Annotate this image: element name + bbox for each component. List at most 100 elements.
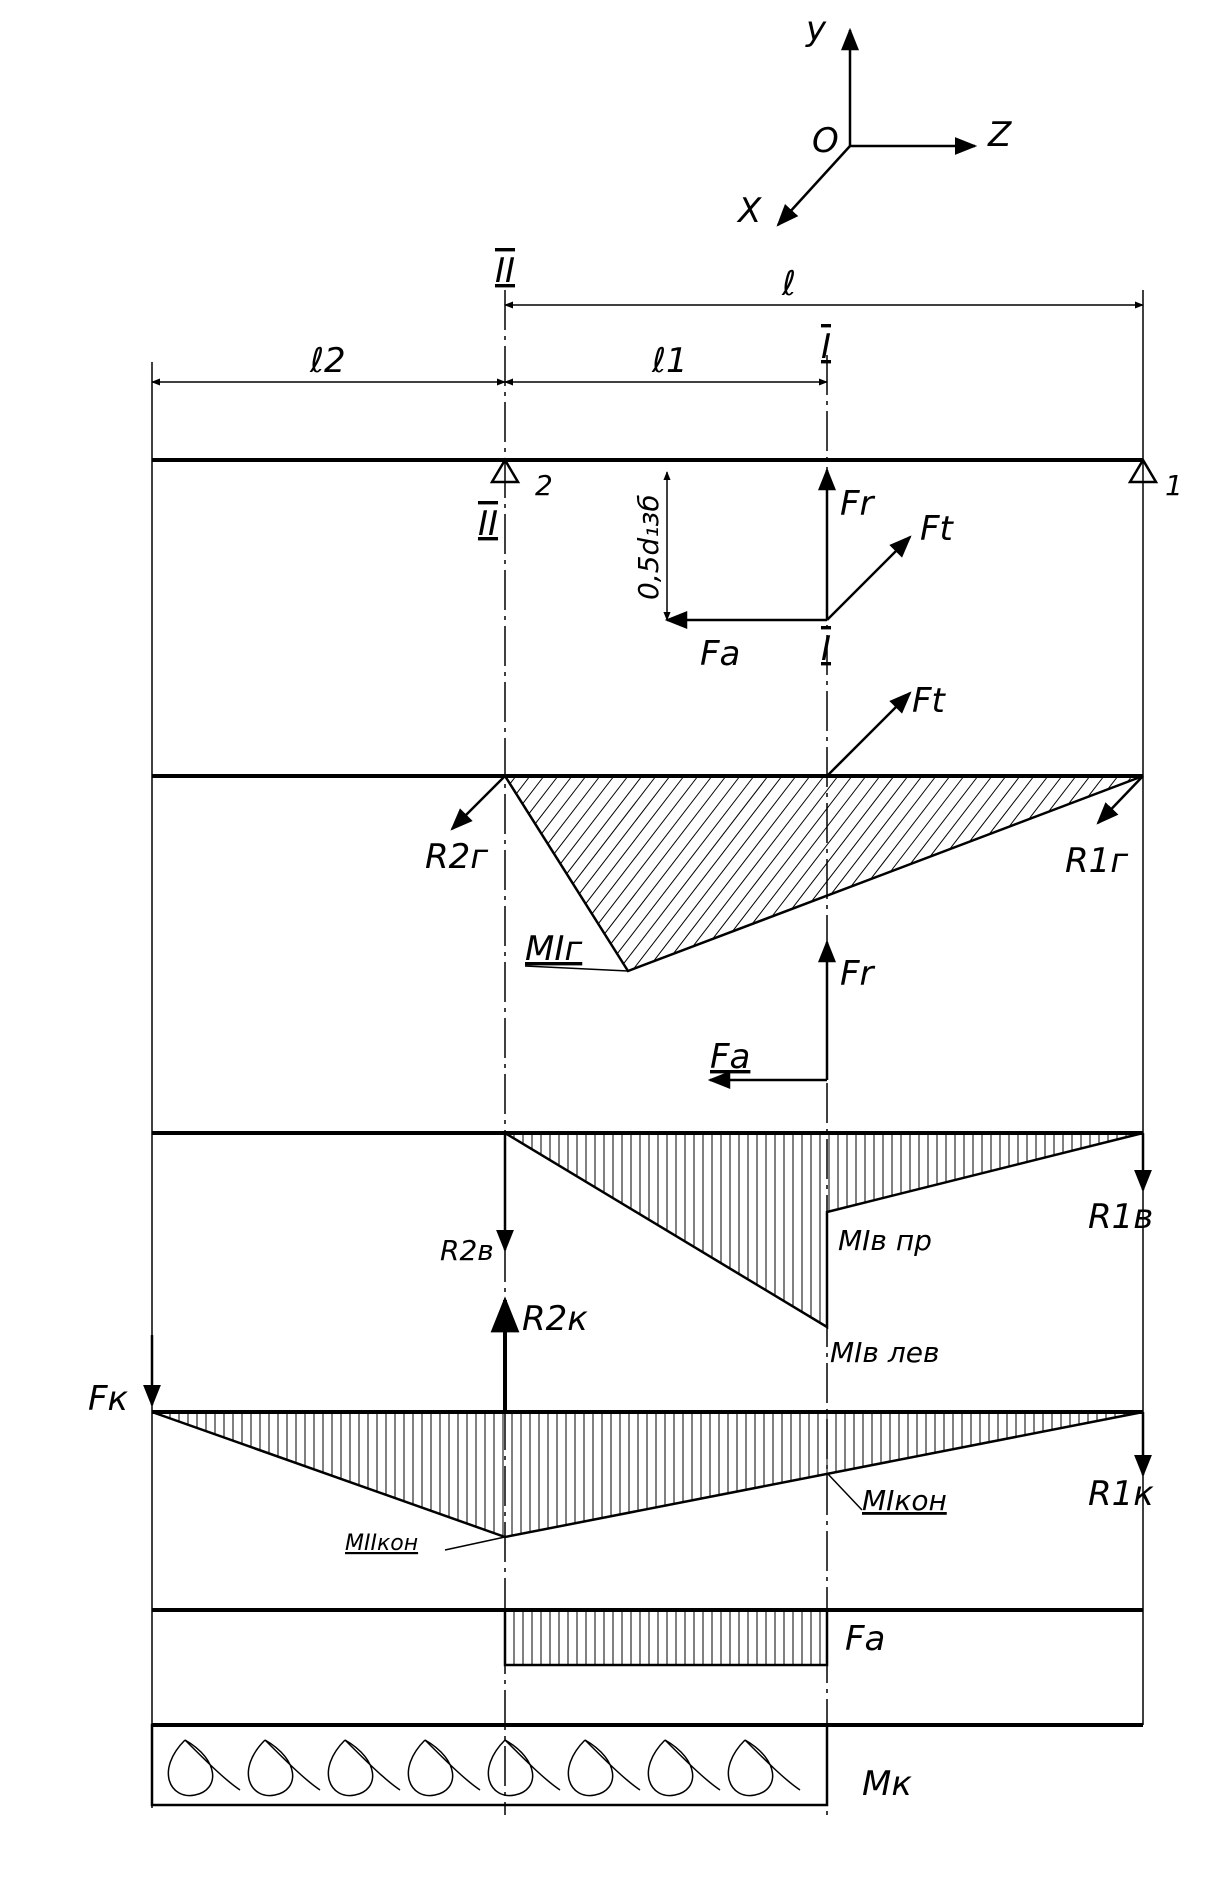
reaction-r1g-arrow	[1096, 775, 1144, 825]
torque-loop	[727, 1739, 801, 1797]
reaction-r2g-label: R2г	[425, 837, 489, 877]
hatch-line	[623, 775, 769, 965]
hatch-line	[1107, 775, 1119, 790]
hatch-line	[1087, 775, 1105, 798]
support-2-label: 2	[535, 469, 553, 502]
hatch-line	[830, 775, 923, 895]
moment-mi-kon-leader	[826, 1472, 863, 1511]
dimension-lines: ℓ ℓ2 ℓ1 0,5d₁зб	[151, 264, 1144, 621]
hatch-line	[560, 775, 629, 865]
hatch-line	[1028, 775, 1063, 820]
shaft-scheme: 2 1 Fr Ft Fa	[152, 457, 1183, 674]
hatch-line	[1008, 775, 1049, 828]
reaction-r2v-label: R2в	[440, 1234, 494, 1267]
hatch-line	[528, 775, 559, 815]
torque-loop	[487, 1739, 561, 1797]
torque-diagram: Mк	[150, 1723, 912, 1807]
hatch-line	[604, 775, 727, 935]
force-fr-label-2: Fr	[840, 954, 876, 994]
hatch-line	[692, 775, 825, 947]
x-axis-arrow	[776, 145, 851, 227]
hatch-line	[771, 775, 881, 917]
hatch-line	[909, 775, 979, 865]
moment-miv-pr-label: MIв пр	[838, 1224, 932, 1257]
dim-l2-label: ℓ2	[309, 341, 346, 381]
hatch-line	[850, 775, 937, 887]
moment-mig-label: MIг	[525, 929, 583, 969]
force-fa-label-2: Fa	[710, 1037, 750, 1077]
vertical-plane-diagram: R2в R1в MIв пр MIв лев	[152, 1131, 1153, 1369]
z-axis-label: Z	[987, 115, 1012, 155]
hatch-line	[591, 775, 699, 915]
hatch-line	[890, 775, 965, 872]
hatch-line	[522, 775, 545, 805]
moment-mig-outline	[503, 774, 1144, 973]
hatch-line	[712, 775, 839, 940]
reaction-r2k-label: R2к	[522, 1299, 588, 1339]
hatch-line	[1067, 775, 1091, 805]
support-1-label: 1	[1165, 469, 1183, 502]
force-fr-label: Fr	[840, 484, 876, 524]
force-ft-label-2: Ft	[912, 681, 947, 721]
hatch-line	[534, 775, 573, 825]
reaction-r1v-label: R1в	[1088, 1197, 1153, 1237]
hatch-line	[732, 775, 853, 932]
reaction-r1k-label: R1к	[1088, 1474, 1154, 1514]
hatch-line	[515, 775, 531, 795]
support-1-triangle	[1127, 457, 1159, 484]
hatch-line	[653, 775, 797, 962]
axial-force-label: Fa	[845, 1619, 885, 1659]
moment-mii-kon-leader	[444, 1536, 506, 1551]
torque-loop	[167, 1739, 241, 1797]
hatch-line	[566, 775, 643, 875]
force-ft-label: Ft	[920, 509, 955, 549]
hatch-line	[969, 775, 1021, 843]
axial-force-hatch	[513, 1610, 821, 1665]
moment-miv-outline	[504, 1131, 1144, 1330]
torque-rect	[150, 1723, 829, 1807]
hatch-line	[572, 775, 657, 885]
hatch-line	[585, 775, 685, 905]
hatch-line	[929, 775, 993, 857]
torque-loops	[167, 1739, 801, 1797]
force-fa-label: Fa	[700, 634, 740, 674]
hatch-line	[949, 775, 1007, 850]
torque-loop	[567, 1739, 641, 1797]
hatch-line	[1048, 775, 1077, 813]
hatch-line	[870, 775, 951, 880]
hatch-line	[633, 775, 783, 970]
y-axis-label: y	[805, 9, 827, 49]
torque-loop	[407, 1739, 481, 1797]
force-ft-arrow	[826, 535, 912, 621]
dim-l1-label: ℓ1	[651, 341, 688, 381]
torque-loop	[247, 1739, 321, 1797]
moment-miv-lev-label: MIв лев	[830, 1336, 939, 1369]
torque-label: Mк	[862, 1764, 912, 1804]
section-I-bottom-label: I	[821, 629, 831, 669]
moment-mk-hatch	[160, 1412, 1143, 1537]
dim-half-d-label: 0,5d₁зб	[632, 494, 665, 600]
moment-miv-hatch	[513, 1133, 1136, 1323]
section-I-top-label: I	[821, 327, 831, 367]
origin-label: O	[812, 121, 839, 161]
coordinate-axes: y Z X O	[736, 9, 1012, 231]
dim-l-label: ℓ	[781, 264, 796, 304]
hatch-line	[610, 775, 741, 945]
hatch-line	[751, 775, 867, 925]
reaction-r2g-arrow	[450, 775, 506, 831]
x-axis-label: X	[736, 191, 762, 231]
hatch-line	[791, 775, 895, 910]
support-2-triangle	[489, 457, 521, 484]
hatch-line	[578, 775, 671, 895]
hatch-line	[541, 775, 587, 835]
torque-loop	[647, 1739, 721, 1797]
moment-mig-hatch	[509, 775, 1133, 970]
axial-force-diagram: Fa	[152, 1608, 1143, 1727]
hatch-line	[553, 775, 615, 855]
moment-mii-kon-label: MIIкон	[345, 1531, 418, 1556]
hatch-line	[672, 775, 811, 955]
force-fk-label: Fк	[88, 1379, 129, 1419]
moment-mi-kon-label: MIкон	[862, 1484, 947, 1517]
reaction-r1g-label: R1г	[1065, 841, 1129, 881]
